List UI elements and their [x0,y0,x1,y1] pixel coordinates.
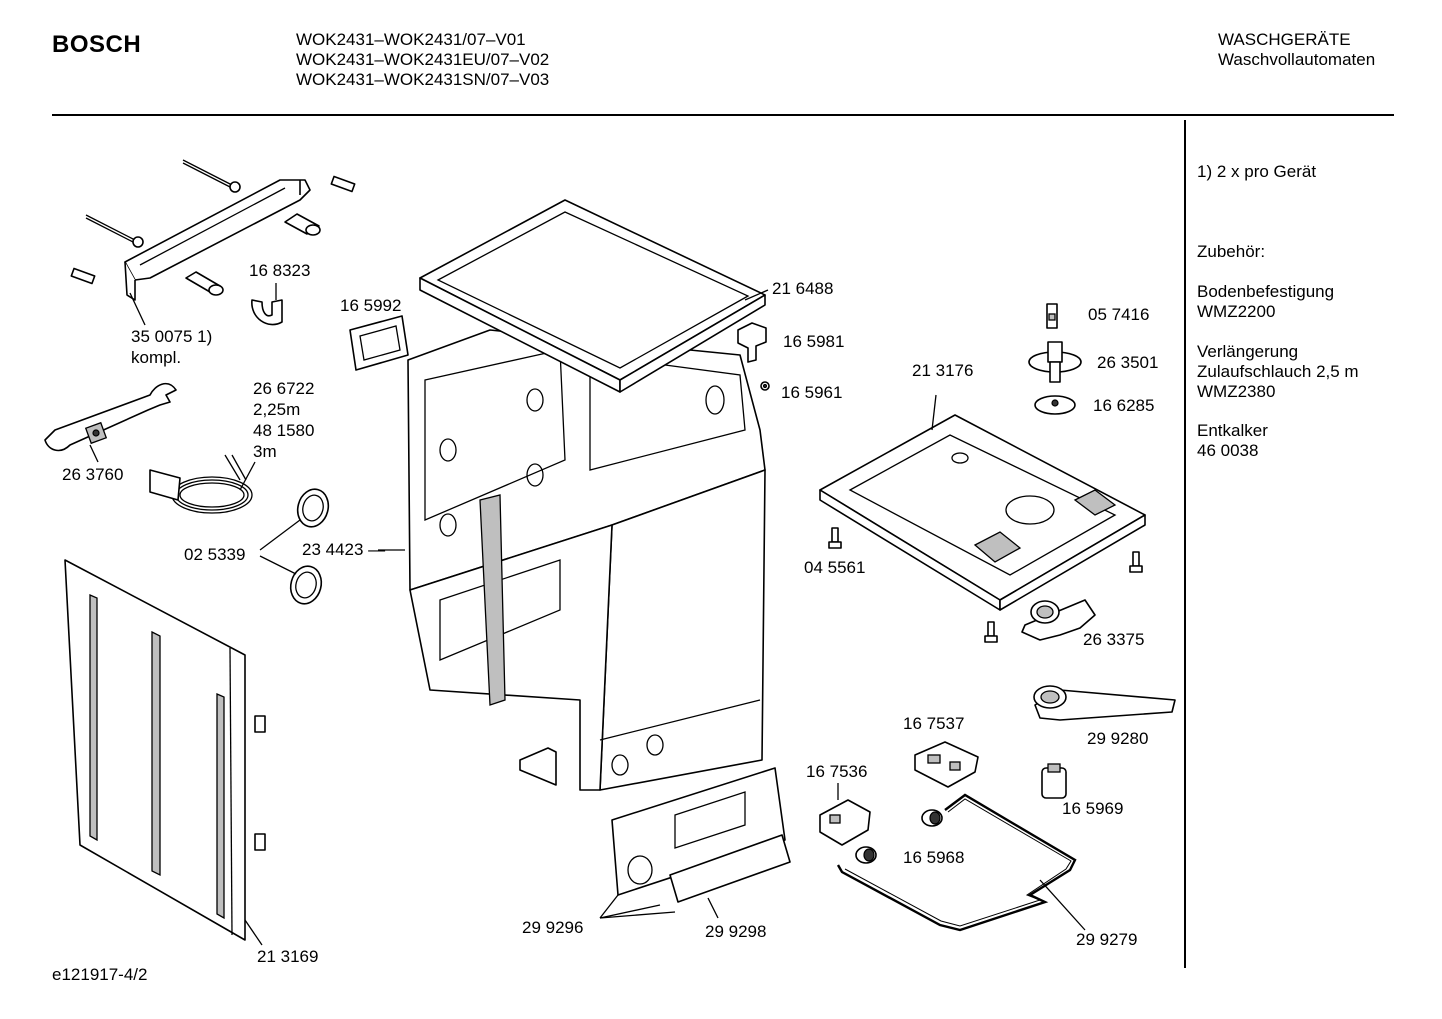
lid-latch [737,322,767,363]
cap-lower [855,846,877,864]
part-label: kompl. [131,348,182,367]
top-lid [419,199,769,393]
accessory-line: 46 0038 [1197,441,1259,460]
category-block: WASCHGERÄTE Waschvollautomaten [1218,30,1375,70]
part-label: 26 3375 [1083,630,1145,649]
part-label: 16 7536 [806,762,868,781]
grommet [760,381,770,391]
part-label: 16 5981 [783,332,845,351]
part-label: 3m [253,442,277,461]
screw-lower [984,621,998,643]
part-label: 26 6722 [253,379,315,398]
part-label: 16 8323 [249,261,311,280]
accessory-line: WMZ2380 [1197,382,1276,401]
part-label: 21 3169 [257,947,319,966]
header-divider [52,114,1394,116]
sidebar-divider [1184,120,1186,968]
accessory-line: Zulaufschlauch 2,5 m [1197,362,1359,381]
accessory-item: Entkalker 46 0038 [1197,421,1268,461]
accessory-line: Verlängerung [1197,342,1299,361]
accessory-line: Entkalker [1197,421,1268,440]
sidebar-note: 1) 2 x pro Gerät [1197,162,1317,181]
accessory-item: Verlängerung Zulaufschlauch 2,5 m WMZ238… [1197,342,1359,402]
accessory-line: Bodenbefestigung [1197,282,1335,301]
part-label: 21 3176 [912,361,974,380]
part-label: 29 9279 [1076,930,1138,949]
part-label: 16 5968 [903,848,965,867]
screw-045561 [828,527,842,549]
part-label: 29 9296 [522,918,584,937]
part-label: 35 0075 1) [131,327,213,346]
foot-pin [1046,303,1058,329]
control-module [819,783,871,846]
part-label: 16 5992 [340,296,402,315]
pressure-sensor [1041,763,1067,799]
drain-tray [1033,685,1176,721]
screw-right [1129,551,1143,573]
accessory-item: Bodenbefestigung WMZ2200 [1197,282,1334,322]
accessories-title: Zubehör: [1197,242,1266,261]
wrench [44,382,177,463]
hose-clip [251,283,283,326]
foot-pad [1034,395,1076,415]
category-title: WASCHGERÄTE [1218,30,1351,49]
accessory-line: WMZ2200 [1197,302,1276,321]
pump-bracket [1021,599,1096,641]
model-line: WOK2431–WOK2431SN/07–V03 [296,70,550,89]
cap-upper [921,809,943,827]
part-label: 29 9298 [705,922,767,941]
power-cord [149,454,256,514]
part-label: 16 5961 [781,383,843,402]
model-line: WOK2431–WOK2431/07–V01 [296,30,526,49]
seal-rings [259,488,330,605]
category-subtitle: Waschvollautomaten [1218,50,1376,69]
base-frame [819,394,1146,611]
part-label: 2,25m [253,400,301,419]
part-label: 16 6285 [1093,396,1155,415]
side-panel [64,559,266,946]
part-label: 16 5969 [1062,799,1124,818]
foot-adjuster [1028,341,1082,383]
cover-plate [349,315,409,371]
part-label: 04 5561 [804,558,866,577]
part-label: 26 3501 [1097,353,1159,372]
part-label: 48 1580 [253,421,315,440]
cabinet [378,329,766,791]
part-label: 05 7416 [1088,305,1150,324]
part-label: 26 3760 [62,465,124,484]
model-line: WOK2431–WOK2431EU/07–V02 [296,50,550,69]
brand-logo: BOSCH [52,31,142,58]
part-label: 02 5339 [184,545,246,564]
mounting-bracket [70,159,356,326]
control-panel [599,767,791,919]
part-label: 16 7537 [903,714,965,733]
document-id: e121917-4/2 [52,965,148,984]
part-label: 21 6488 [772,279,834,298]
wire-frame [836,793,1086,932]
part-label: 23 4423 — [302,540,386,559]
model-list: WOK2431–WOK2431/07–V01 WOK2431–WOK2431EU… [296,30,549,90]
electronic-module [914,741,979,788]
part-label: 29 9280 [1087,729,1149,748]
